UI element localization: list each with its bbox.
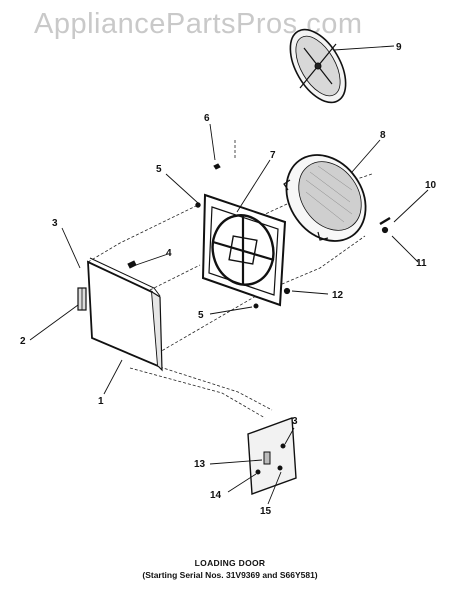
- callout-12: 12: [332, 290, 344, 301]
- callout-7: 7: [270, 150, 276, 161]
- diagram-caption-title: LOADING DOOR: [194, 558, 266, 568]
- callout-6: 6: [204, 113, 210, 124]
- door-frame-part: [201, 193, 287, 307]
- callout-9: 9: [396, 42, 402, 53]
- callout-3: 3: [52, 218, 58, 229]
- callout-8: 8: [380, 130, 386, 141]
- diagram-caption-subtitle: (Starting Serial Nos. 31V9369 and S66Y58…: [142, 570, 318, 580]
- hardware-screws: [127, 163, 391, 309]
- latch-bracket-part: [247, 417, 297, 495]
- callout-5-lower: 5: [198, 310, 204, 321]
- callout-1: 1: [98, 396, 104, 407]
- loading-door-panel-part: [77, 257, 163, 372]
- callout-leader-lines: [29, 45, 429, 505]
- callout-13: 13: [194, 459, 206, 470]
- callout-15: 15: [260, 506, 272, 517]
- callout-14: 14: [210, 490, 222, 501]
- callout-10: 10: [425, 180, 437, 191]
- callout-5-upper: 5: [156, 164, 162, 175]
- callout-3-bracket: 3: [292, 416, 298, 427]
- lint-screen-housing-part: [283, 154, 367, 242]
- callout-4: 4: [166, 248, 172, 259]
- callout-2: 2: [20, 336, 26, 347]
- callout-11: 11: [416, 258, 427, 269]
- round-filter-part: [289, 28, 347, 104]
